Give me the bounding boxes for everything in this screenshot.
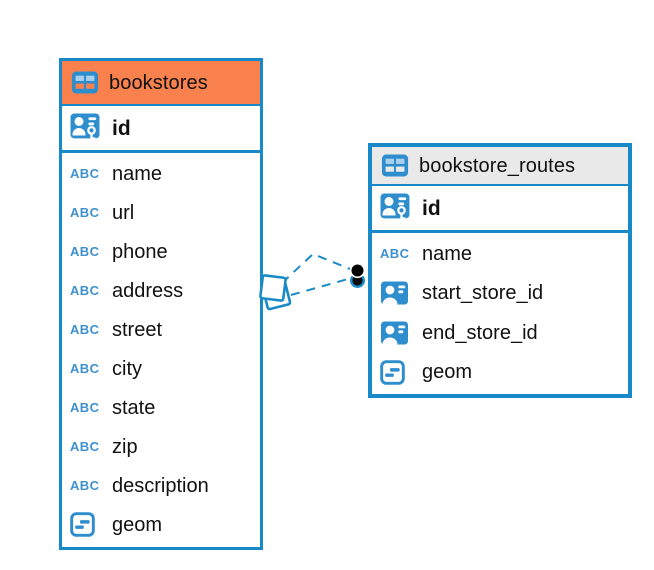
- column-name: end_store_id: [422, 321, 538, 344]
- relationship-endpoint-dot[interactable]: [350, 273, 366, 289]
- table-header-bookstores[interactable]: bookstores: [62, 61, 260, 106]
- table-title: bookstores: [109, 71, 208, 94]
- column-row[interactable]: ABC address: [62, 271, 260, 310]
- text-type-icon: ABC: [70, 283, 100, 298]
- relationship-handle-square[interactable]: [261, 280, 292, 311]
- relationship-line[interactable]: [290, 278, 349, 296]
- text-type-icon: ABC: [70, 439, 100, 454]
- column-row[interactable]: ABC zip: [62, 427, 260, 466]
- column-name: geom: [422, 361, 473, 384]
- column-row[interactable]: ABC city: [62, 349, 260, 388]
- column-name: name: [112, 162, 163, 185]
- column-name: url: [112, 201, 135, 224]
- text-type-icon: ABC: [70, 361, 100, 376]
- column-list: ABC name start_store_id: [372, 233, 628, 394]
- text-type-icon: ABC: [70, 244, 100, 259]
- column-row[interactable]: ABC name: [372, 234, 628, 274]
- foreign-key-icon: [380, 321, 414, 345]
- foreign-key-icon: [380, 281, 414, 305]
- column-row[interactable]: ABC state: [62, 388, 260, 427]
- column-name: city: [112, 357, 142, 380]
- geometry-type-icon: [380, 359, 414, 385]
- column-row[interactable]: ABC description: [62, 466, 260, 505]
- column-row[interactable]: end_store_id: [372, 313, 628, 353]
- column-name: zip: [112, 435, 138, 458]
- relationship-line[interactable]: [281, 252, 351, 284]
- column-row[interactable]: ABC phone: [62, 232, 260, 271]
- column-name: id: [112, 116, 131, 140]
- primary-key-icon: [380, 193, 414, 223]
- column-name: start_store_id: [422, 282, 544, 305]
- geometry-type-icon: [70, 512, 104, 537]
- column-row[interactable]: geom: [62, 505, 260, 544]
- column-name: state: [112, 396, 156, 419]
- column-row[interactable]: ABC url: [62, 193, 260, 232]
- table-icon: [381, 154, 409, 177]
- table-header-bookstore-routes[interactable]: bookstore_routes: [372, 147, 628, 186]
- text-type-icon: ABC: [70, 205, 100, 220]
- column-row[interactable]: geom: [372, 353, 628, 393]
- table-bookstores[interactable]: bookstores id: [59, 58, 263, 550]
- text-type-icon: ABC: [70, 478, 100, 493]
- column-row[interactable]: start_store_id: [372, 274, 628, 314]
- column-row-id[interactable]: id: [62, 106, 260, 153]
- relationship-handle-square[interactable]: [259, 274, 287, 302]
- column-row[interactable]: ABC name: [62, 154, 260, 193]
- table-bookstore-routes[interactable]: bookstore_routes id: [368, 143, 632, 398]
- text-type-icon: ABC: [70, 322, 100, 337]
- column-name: street: [112, 318, 163, 341]
- column-name: description: [112, 474, 209, 497]
- column-row-id[interactable]: id: [372, 186, 628, 233]
- column-row[interactable]: ABC street: [62, 310, 260, 349]
- table-title: bookstore_routes: [419, 154, 576, 177]
- text-type-icon: ABC: [380, 246, 410, 262]
- column-name: phone: [112, 240, 168, 263]
- column-name: address: [112, 279, 184, 302]
- text-type-icon: ABC: [70, 400, 100, 415]
- relationship-endpoint-dot[interactable]: [349, 262, 366, 279]
- table-icon: [71, 71, 99, 94]
- column-list: ABC name ABC url ABC phone ABC address A…: [62, 153, 260, 547]
- column-name: id: [422, 196, 441, 220]
- text-type-icon: ABC: [70, 166, 100, 181]
- column-name: geom: [112, 513, 163, 536]
- column-name: name: [422, 242, 473, 265]
- primary-key-icon: [70, 113, 104, 143]
